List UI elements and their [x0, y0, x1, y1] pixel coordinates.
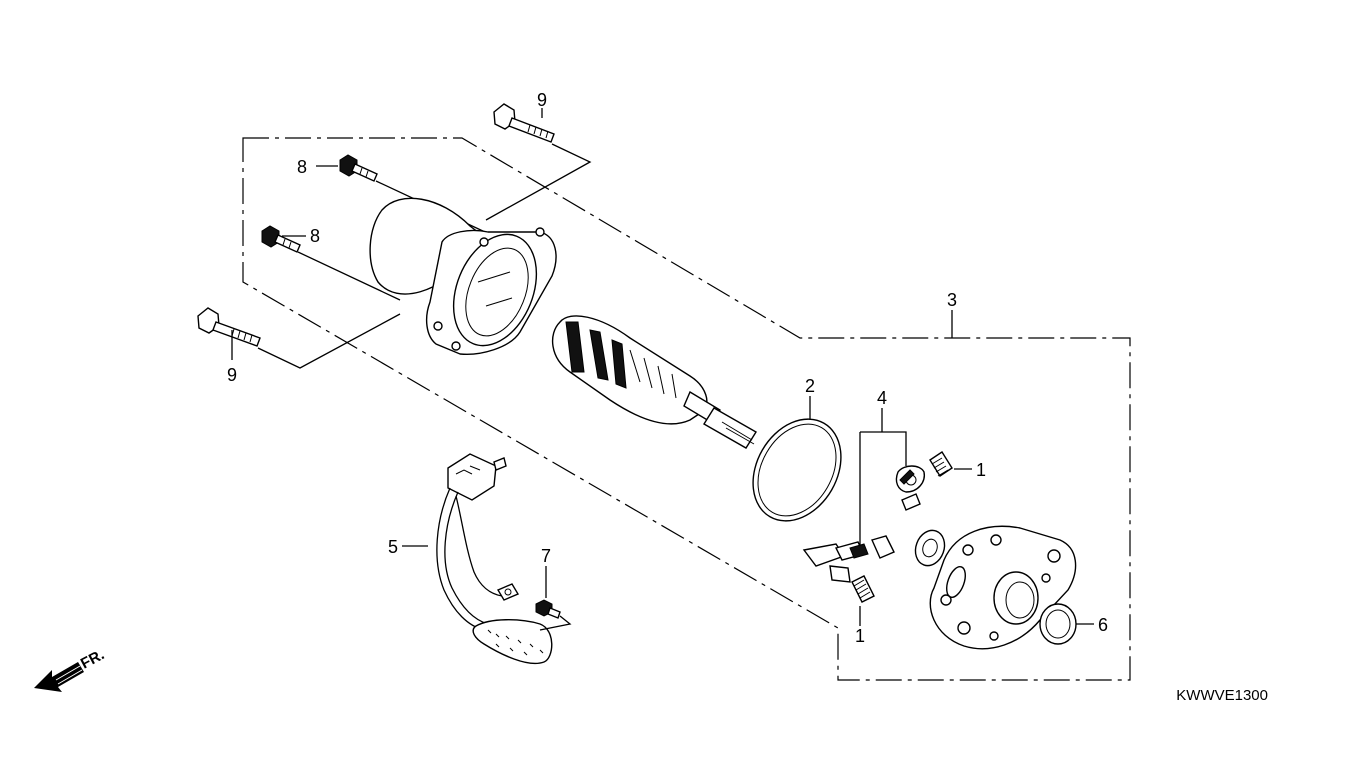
callout-4: 4 — [877, 388, 887, 408]
motor-housing — [369, 197, 557, 355]
bolt-8-mid — [261, 225, 401, 301]
callout-6: 6 — [1098, 615, 1108, 635]
callout-9-bottom: 9 — [227, 365, 237, 385]
callout-2: 2 — [805, 376, 815, 396]
callout-7: 7 — [541, 546, 551, 566]
bolt-9-bottom — [197, 307, 401, 369]
armature — [551, 315, 757, 449]
callout-8-mid: 8 — [310, 226, 320, 246]
callout-9-top: 9 — [537, 90, 547, 110]
gasket-6 — [1039, 603, 1094, 645]
callout-1-top: 1 — [976, 460, 986, 480]
front-direction-label: FR. — [78, 646, 107, 672]
callout-8-top: 8 — [297, 157, 307, 177]
callout-3: 3 — [947, 290, 957, 310]
starter-cable-5 — [402, 453, 553, 665]
callout-5: 5 — [388, 537, 398, 557]
front-direction-arrow-icon — [34, 662, 84, 692]
assembly-outline — [242, 137, 1131, 681]
brush-set-4 — [802, 408, 972, 626]
o-ring-2 — [752, 396, 842, 522]
bearing — [914, 529, 946, 567]
diagram-code: KWWVE1300 — [1176, 687, 1268, 704]
bolt-7 — [535, 566, 572, 631]
bolt-9-top — [485, 103, 592, 221]
callout-1-bottom: 1 — [855, 626, 865, 646]
